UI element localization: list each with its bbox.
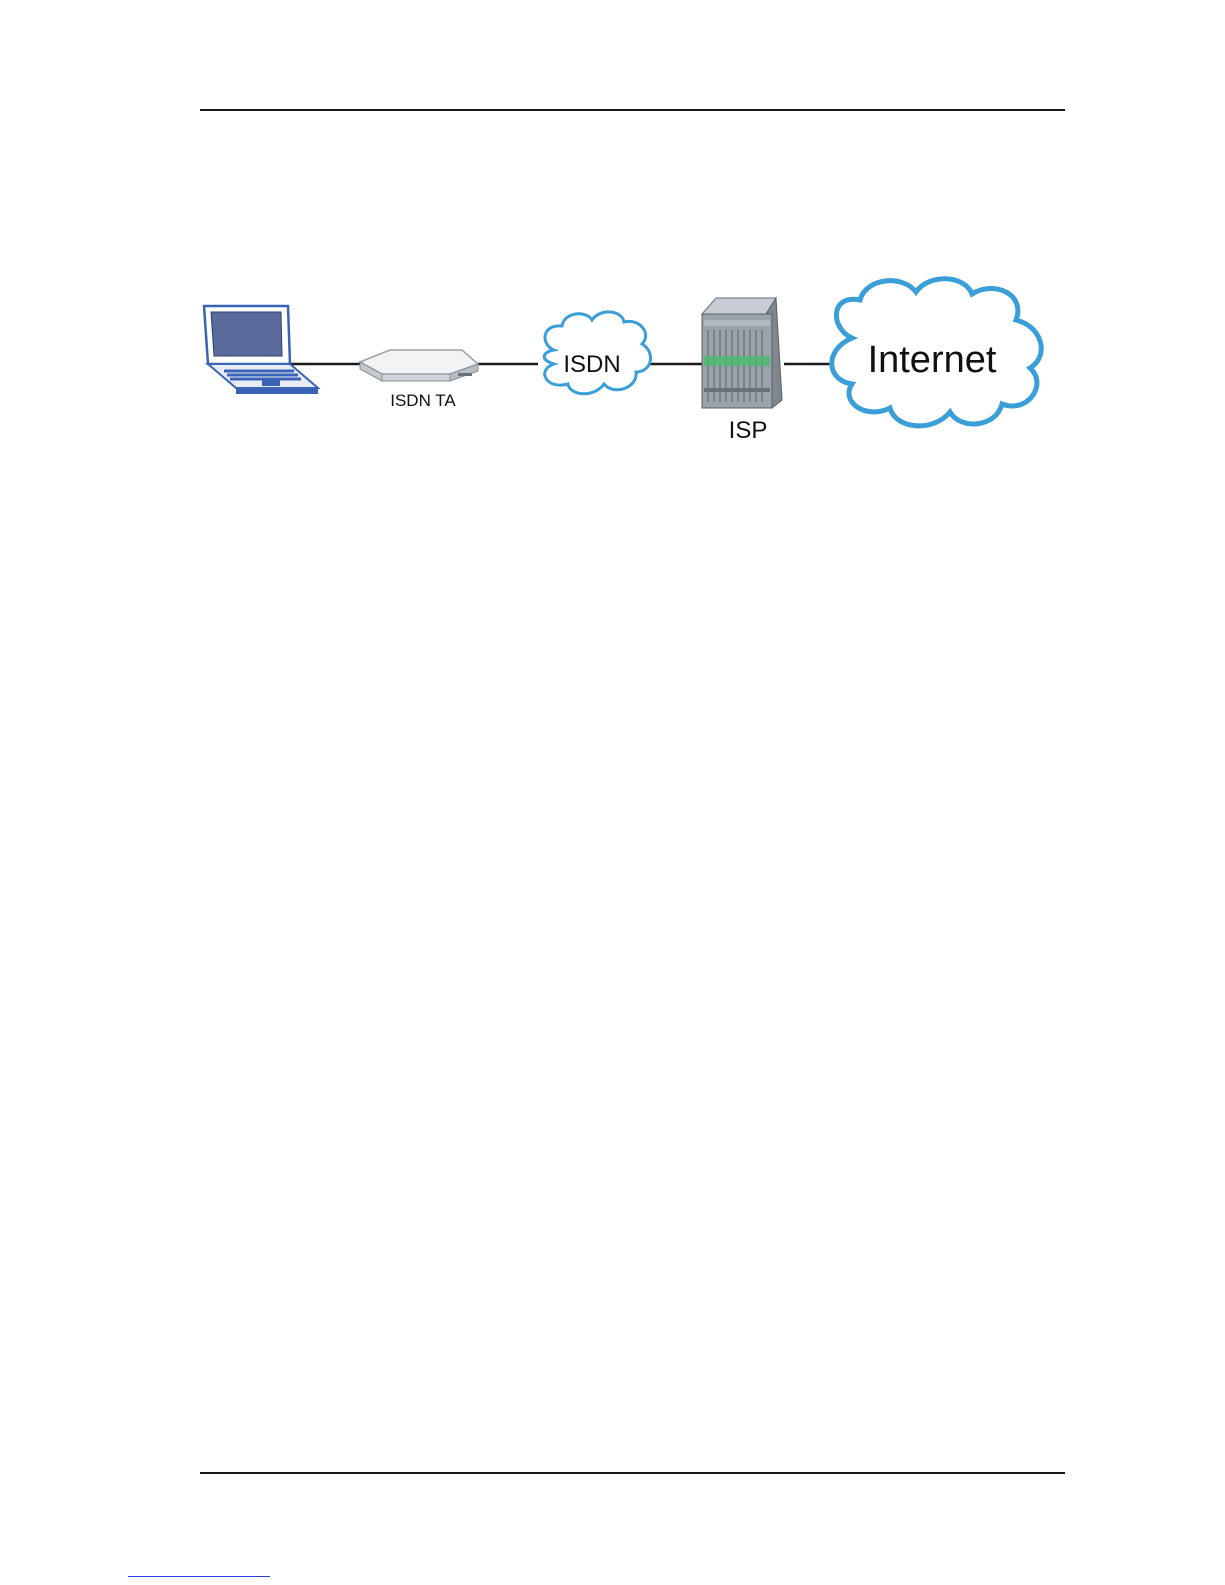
- internet-cloud-label: Internet: [868, 339, 997, 381]
- isdn-cloud-label: ISDN: [563, 351, 620, 378]
- header-rule: [200, 109, 1065, 111]
- isp-server-icon: [702, 298, 782, 408]
- footer-link-underline: [128, 1576, 270, 1577]
- isp-label: ISP: [729, 417, 768, 444]
- footer-rule: [200, 1472, 1065, 1474]
- laptop-icon: [204, 306, 318, 394]
- isdn-ta-label: ISDN TA: [390, 391, 456, 410]
- isdn-ta-icon: [360, 350, 478, 381]
- network-diagram: ISDN TA ISDN ISP Internet: [190, 280, 1070, 460]
